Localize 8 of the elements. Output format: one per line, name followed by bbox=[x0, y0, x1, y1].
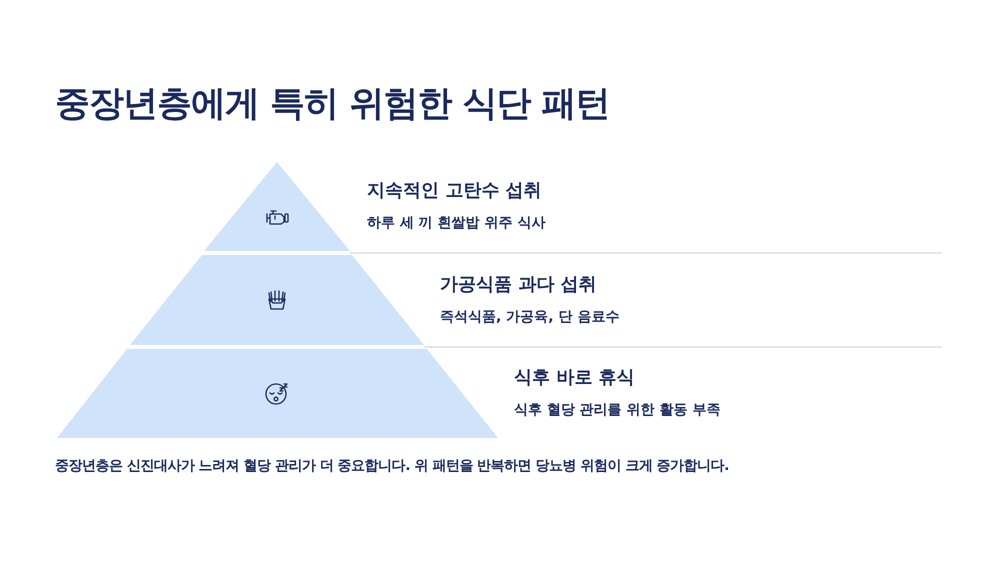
tier-description: 식후 혈당 관리를 위한 활동 부족 bbox=[514, 401, 720, 419]
tier-description: 하루 세 끼 흰쌀밥 위주 식사 bbox=[367, 214, 546, 232]
tier-description: 즉석식품, 가공육, 단 음료수 bbox=[440, 308, 620, 326]
tier-heading: 가공식품 과다 섭취 bbox=[440, 273, 597, 296]
title: 중장년층에게 특히 위험한 식단 패턴 bbox=[55, 83, 610, 126]
tier-heading: 식후 바로 휴식 bbox=[514, 366, 635, 389]
caption: 중장년층은 신진대사가 느려져 혈당 관리가 더 중요합니다. 위 패턴을 반복하면 당뇨병 위험이 크게 증가합니다. bbox=[55, 457, 729, 475]
tier-heading: 지속적인 고탄수 섭취 bbox=[367, 179, 542, 202]
